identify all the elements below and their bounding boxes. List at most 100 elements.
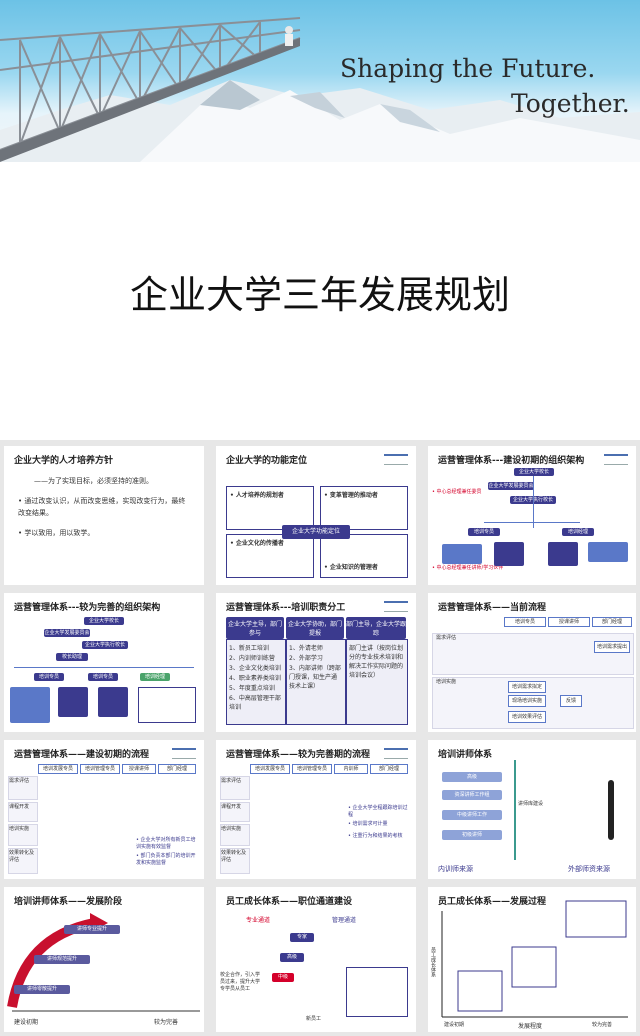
org-node: 校长助理	[56, 653, 88, 661]
lane-label: 效果转化及评估	[220, 848, 250, 874]
column-header: 培训管理专员	[292, 764, 332, 774]
process-box: 培训需求拟定	[508, 681, 546, 693]
slide-title: 员工成长体系——职位通道建设	[226, 897, 353, 907]
slide-responsibility[interactable]: 运营管理体系---培训职责分工 企业大学主导，部门参与 企业大学协助，部门提报 …	[216, 593, 416, 732]
axis-label: 较为完善	[592, 1022, 613, 1028]
axes-graphic	[441, 900, 628, 1018]
x-axis-label: 发展程度	[518, 1023, 543, 1030]
process-box: 反馈	[560, 695, 582, 707]
slide-text: • 学以致用，用以致学。	[18, 529, 95, 537]
column-header: 授课讲师	[122, 764, 156, 774]
list-item: 1、新员工培训	[229, 645, 269, 652]
column-body	[226, 639, 286, 725]
quadrant-box	[226, 486, 314, 530]
path-label: 校企合作，引入学员过来，提升大学专学员从员工	[220, 972, 261, 992]
lane-label: 效果转化及评估	[8, 848, 38, 874]
lane-label: 需求评估	[436, 635, 457, 641]
dept-block	[10, 687, 50, 723]
list-item: 2、外部学习	[289, 655, 323, 662]
slide-trainer-system[interactable]: 培训讲师体系 高级 资深讲师工作组 中级讲师工作 初级讲师 讲师库建设 内训师来…	[428, 740, 636, 879]
slide-org-initial[interactable]: 运营管理体系---建设初期的组织架构 企业大学校长 企业大学发展委员会 企业大学…	[428, 446, 636, 585]
slide-text: 改变结果。	[18, 509, 53, 517]
note-box	[138, 687, 196, 723]
slide-career-path[interactable]: 员工成长体系——职位通道建设 专业通道 管理通道 校企合作，引入学员过来，提升大…	[216, 887, 416, 1032]
lane-label: 课程开发	[220, 802, 250, 822]
list-item: 2、内训师训练营	[229, 655, 275, 662]
slide-title: 运营管理体系——建设初期的流程	[14, 750, 150, 760]
note-text: • 企业大学对所有新员工培训实施有效监督	[136, 837, 196, 850]
slide-text: ——为了实现目标，必须坚持的准则。	[34, 477, 153, 485]
org-node: 培训经理	[562, 528, 594, 536]
dept-block	[548, 542, 578, 566]
slide-current-process[interactable]: 运营管理体系——当前流程 培训专员 授课讲师 部门经理 需求评估 培训实施 现场…	[428, 593, 636, 732]
slide-talent-policy[interactable]: 企业大学的人才培养方针 ——为了实现目标，必须坚持的准则。 • 通过改变认识，从…	[4, 446, 204, 585]
slide-trainer-stages[interactable]: 培训讲师体系——发展阶段 讲师专业提升 讲师规范提升 讲师零散提升 建设初期 较…	[4, 887, 204, 1032]
bottom-label: 内训师来源	[438, 865, 473, 873]
axis-label: 建设初期	[444, 1022, 465, 1028]
slide-function-position[interactable]: 企业大学的功能定位 • 人才培养的规划者 • 变革管理的推动者 • 企业文化的传…	[216, 446, 416, 585]
bottom-label: 外部师资来源	[568, 865, 610, 873]
slide-mature-process[interactable]: 运营管理体系——较为完善期的流程 培训发展专员 培训管理专员 内训师 部门经理 …	[216, 740, 416, 879]
column-header: 培训发展专员	[250, 764, 290, 774]
connector-line	[14, 667, 194, 668]
quadrant-box	[320, 486, 408, 530]
lane-label: 培训实施	[8, 824, 38, 846]
slide-title: 运营管理体系---建设初期的组织架构	[438, 456, 585, 466]
slide-title: 运营管理体系---较为完善的组织架构	[14, 603, 161, 613]
hero-banner: Shaping the Future. Together.	[0, 0, 640, 162]
trainer-level: 高级	[442, 772, 502, 782]
slide-initial-process[interactable]: 运营管理体系——建设初期的流程 培训发展专员 培训管理专员 授课讲师 部门经理 …	[4, 740, 204, 879]
trainer-level: 资深讲师工作组	[442, 790, 502, 800]
column-body	[346, 639, 408, 725]
column-header: 企业大学协助，部门提报	[286, 617, 344, 639]
brand-logo	[384, 601, 408, 612]
quadrant-label: • 企业知识的管理者	[324, 564, 378, 571]
column-header: 培训管理专员	[80, 764, 120, 774]
slide-title: 企业大学的人才培养方针	[14, 456, 114, 466]
column-body	[286, 639, 346, 725]
org-node: 培训专员	[88, 673, 118, 681]
slide-title: 企业大学的功能定位	[226, 456, 308, 466]
slide-title: 运营管理体系——当前流程	[438, 603, 547, 613]
dept-block	[58, 687, 88, 717]
process-box: 培训需求提出	[594, 641, 630, 653]
quadrant-box	[320, 534, 408, 578]
list-item: 6、中高层管理干部培训	[229, 695, 281, 711]
org-node: 企业大学校长	[514, 468, 554, 476]
column-header: 部门主导，企业大学跟踪	[346, 617, 406, 639]
description-box	[346, 967, 408, 1017]
slide-growth-process[interactable]: 员工成长体系——发展过程 员工成长体系 发展程度 建设初期 较为完善	[428, 887, 636, 1032]
path-label: 管理通道	[332, 917, 357, 924]
swimlane: 需求评估	[432, 633, 634, 675]
slide-title: 培训讲师体系——发展阶段	[14, 897, 123, 907]
dept-block	[98, 687, 128, 717]
hero-background-illustration	[0, 17, 640, 162]
brand-logo	[384, 454, 408, 465]
list-item: 5、年度重点培训	[229, 685, 275, 692]
org-node: 企业大学校长	[84, 617, 124, 625]
axis-label: 建设初期	[14, 1019, 39, 1026]
lane-label: 培训实施	[220, 824, 250, 846]
org-node: 企业大学发展委员会	[488, 482, 534, 490]
y-axis-label: 员工成长体系	[430, 947, 436, 977]
right-brace	[608, 780, 614, 840]
trainer-level: 中级讲师工作	[442, 810, 502, 820]
brand-logo	[384, 748, 408, 759]
note-text: • 企业大学全程跟踪培训过程	[348, 805, 408, 818]
stage-label: 讲师专业提升	[64, 925, 120, 934]
stage-label: 讲师零散提升	[14, 985, 70, 994]
page-title: 企业大学三年发展规划	[129, 273, 510, 317]
column-header: 部门经理	[592, 617, 632, 627]
dept-block	[494, 542, 524, 566]
quadrant-label: • 人才培养的规划者	[230, 492, 284, 499]
quadrant-label: • 企业文化的传播者	[230, 540, 284, 547]
process-box: 现场培训实施	[508, 695, 546, 707]
org-node: 企业大学发展委员会	[44, 629, 90, 637]
column-header: 内训师	[334, 764, 368, 774]
lane-label: 课程开发	[8, 802, 38, 822]
slide-org-mature[interactable]: 运营管理体系---较为完善的组织架构 企业大学校长 企业大学发展委员会 企业大学…	[4, 593, 204, 732]
note-text: • 注重行为和结果的考核	[348, 833, 403, 839]
level-arrow: 高级	[280, 953, 304, 962]
brand-logo	[172, 748, 196, 759]
center-label: 企业大学功能定位	[282, 525, 350, 539]
